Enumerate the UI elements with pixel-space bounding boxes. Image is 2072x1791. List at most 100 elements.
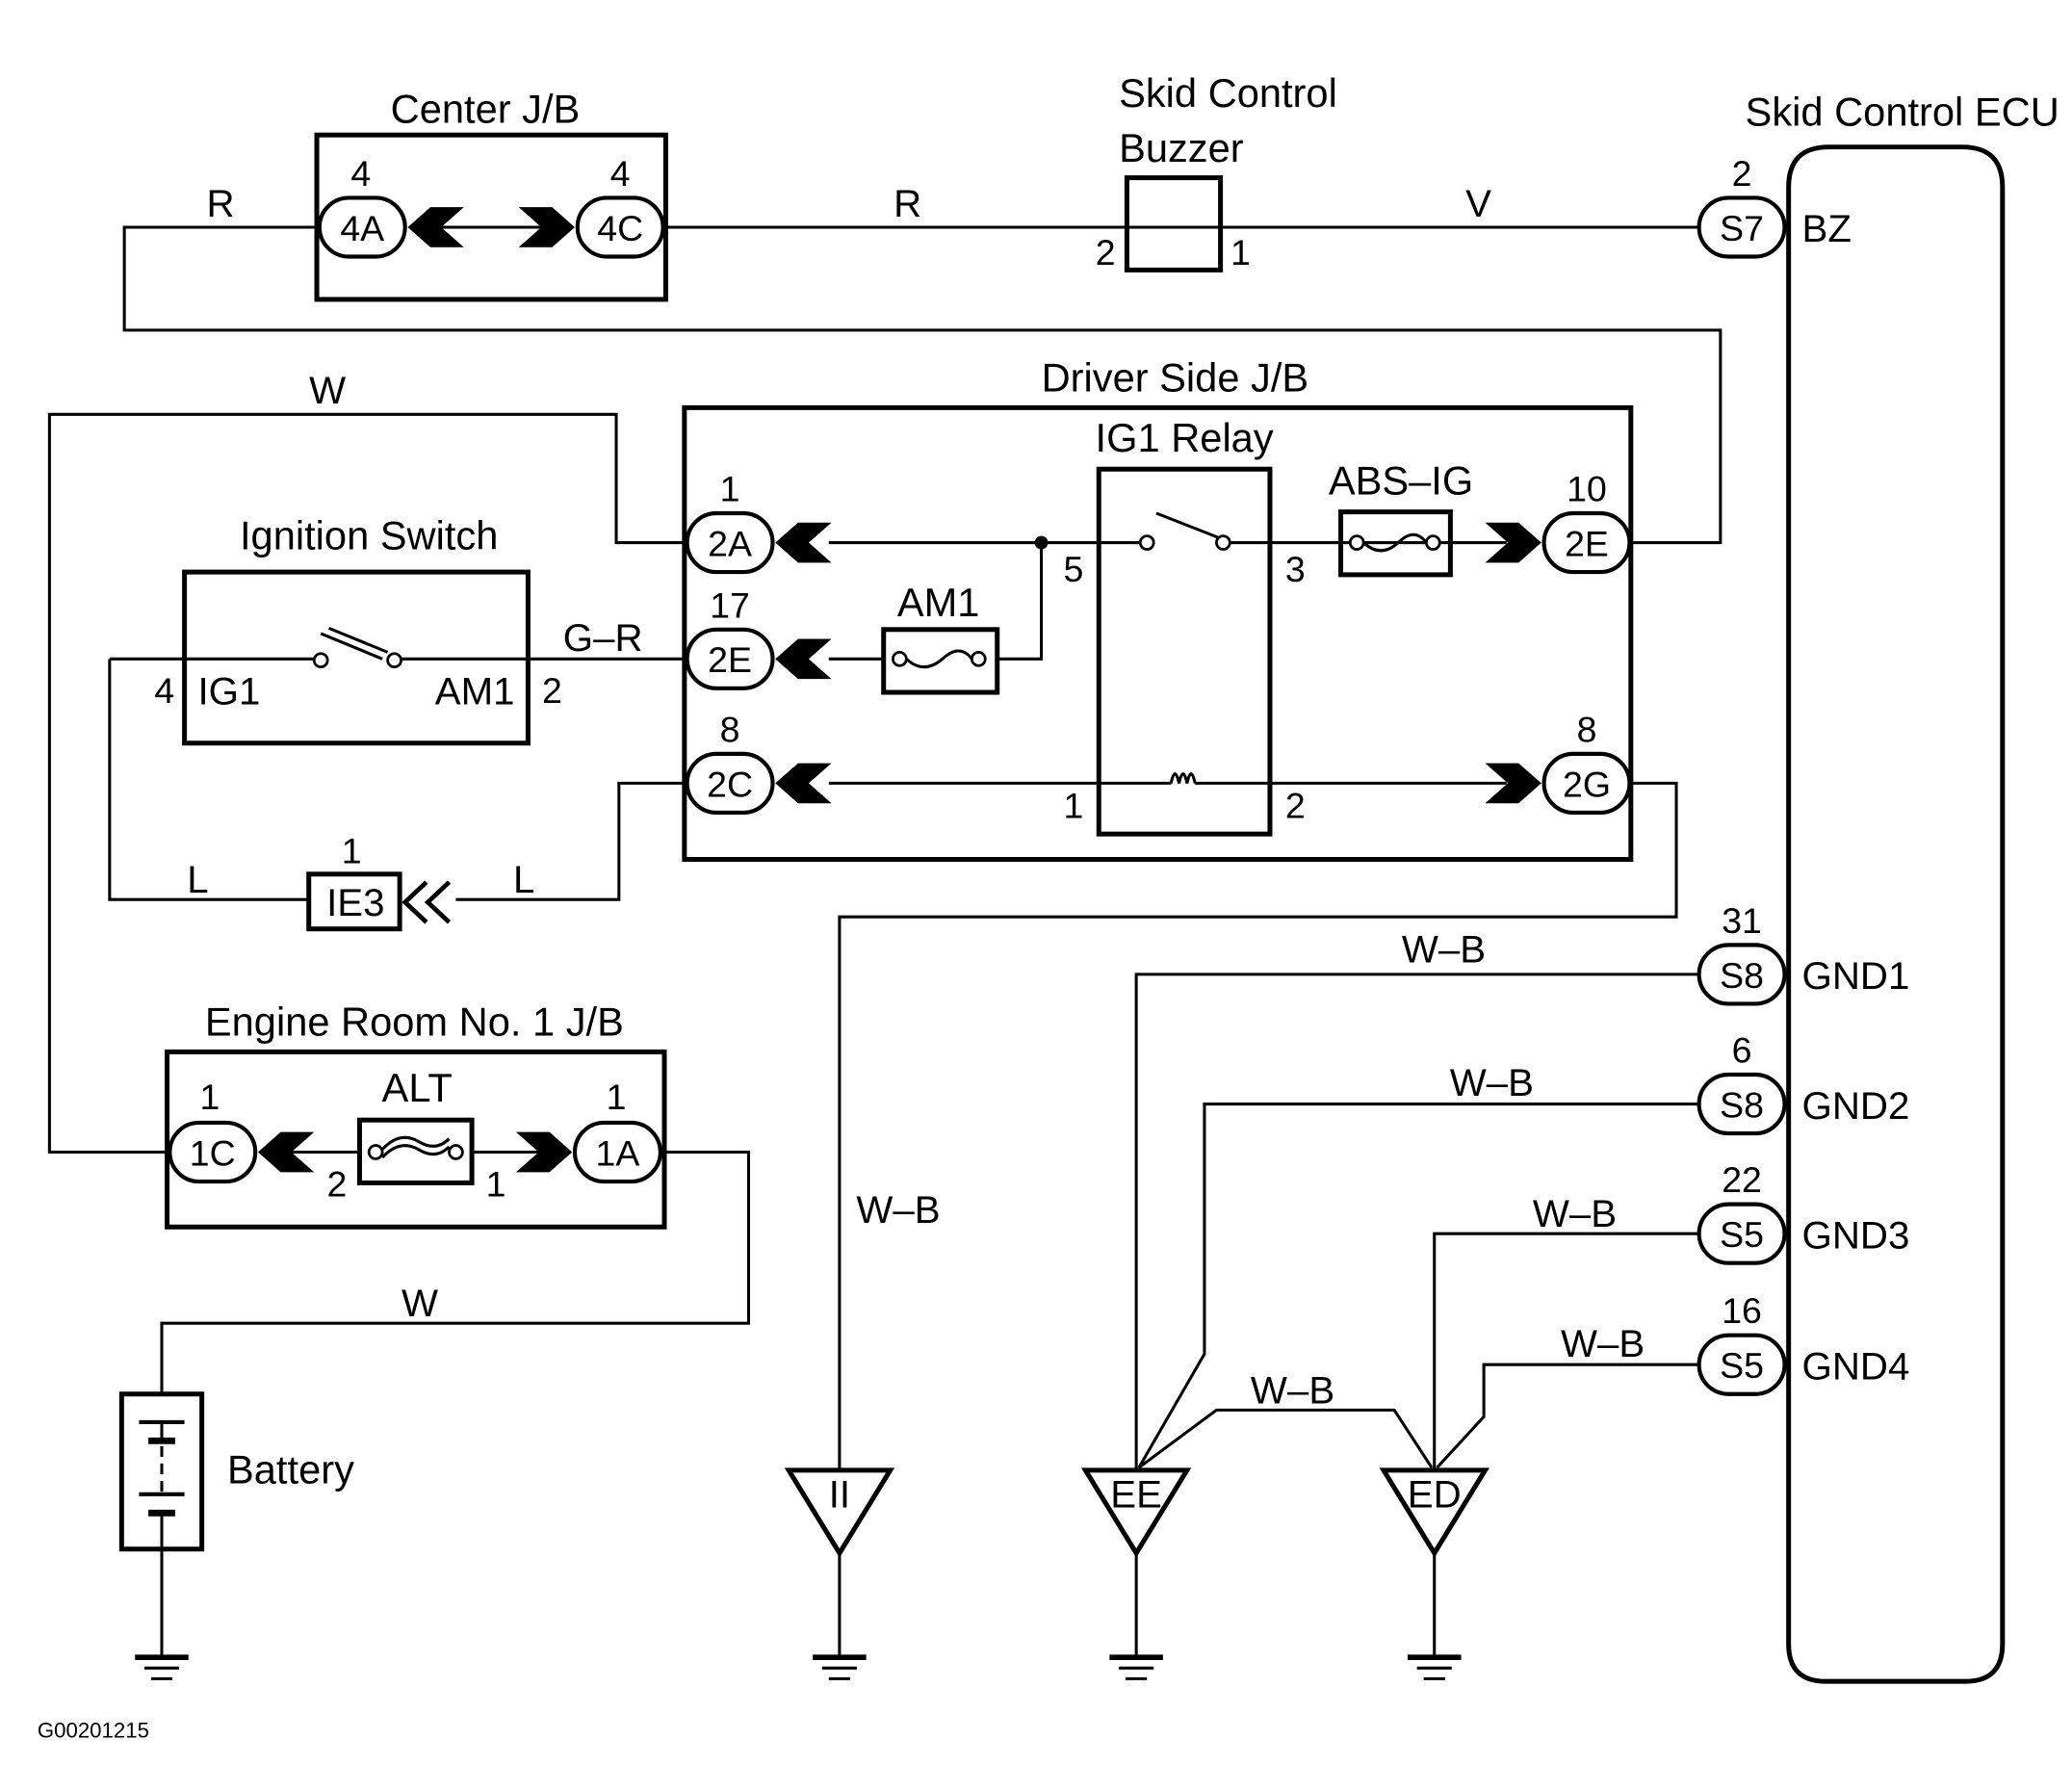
relay-coil-icon	[1169, 772, 1197, 784]
fuse-alt	[356, 1117, 475, 1185]
ignition-pin-4: 4	[154, 670, 174, 711]
pin-number: 8	[720, 709, 740, 749]
engine-room-junction-block: Engine Room No. 1 J/B 1 1 1C 1A ALT 2 1	[165, 999, 667, 1230]
connector-label: 2G	[1563, 764, 1611, 804]
female-terminal-icon	[407, 207, 464, 247]
relay-switch-icon	[1155, 511, 1219, 539]
terminal-name: GND3	[1802, 1213, 1910, 1257]
connector-label: S8	[1720, 955, 1764, 996]
wire-w-b-gnd1	[1134, 973, 1699, 1470]
wire-label-w-b-gnd4: W–B	[1561, 1322, 1645, 1365]
connector-label: S5	[1720, 1345, 1764, 1386]
fuse-alt-pin-1: 1	[486, 1163, 506, 1204]
ignition-switch: Ignition Switch 4 IG1 AM1 2	[109, 512, 687, 746]
female-terminal-icon	[401, 880, 452, 924]
fuse-am1-label: AM1	[897, 580, 980, 625]
ecu-title: Skid Control ECU	[1746, 89, 2059, 134]
female-terminal-icon	[775, 638, 832, 680]
engine-jb-box	[165, 1049, 667, 1230]
male-terminal-icon	[1485, 763, 1541, 804]
fuse-alt-label: ALT	[382, 1065, 453, 1110]
connector-label: 2E	[708, 639, 752, 680]
ground-point-ed: ED	[1379, 1467, 1489, 1680]
connector-4c-label: 4C	[597, 208, 643, 248]
wire-label-w-b-ii: W–B	[856, 1188, 940, 1232]
buzzer-pin-2: 2	[1096, 232, 1116, 273]
pin-number: 2	[1732, 153, 1752, 194]
buzzer-pin-1: 1	[1230, 232, 1251, 273]
connector-2c: 2C8	[685, 709, 832, 816]
female-terminal-icon	[775, 763, 832, 804]
wire-w-top	[47, 412, 687, 1155]
relay-pin-5: 5	[1063, 549, 1083, 589]
terminal-name: GND4	[1802, 1344, 1910, 1388]
pin-number: 8	[1577, 709, 1597, 749]
male-terminal-icon	[518, 207, 576, 247]
ignition-term-ig1: IG1	[197, 670, 260, 714]
pin-4c: 4	[610, 153, 631, 194]
fuse-icon	[1362, 532, 1428, 553]
female-terminal-icon	[257, 1131, 315, 1173]
pin-number: 22	[1722, 1159, 1762, 1200]
pin-number: 17	[710, 584, 750, 625]
wire-label-w-top: W	[309, 369, 346, 412]
terminal-name: GND1	[1802, 954, 1910, 998]
battery: Battery	[118, 1391, 354, 1658]
wire-w-b-ii	[838, 781, 1678, 1470]
pin-number: 6	[1732, 1030, 1752, 1071]
wire-label-r-left: R	[207, 182, 235, 225]
wire-r-loop	[122, 225, 1722, 545]
male-terminal-icon	[515, 1131, 573, 1173]
pin-number: 31	[1722, 900, 1762, 941]
wire-label-w-b-gnd2: W–B	[1450, 1061, 1534, 1104]
connector-label: S7	[1720, 208, 1764, 248]
wire-w-b-gnd4	[1436, 1363, 1699, 1469]
connector-label: 2E	[1565, 523, 1609, 563]
connector-label: 2A	[708, 523, 752, 563]
center-jb-title: Center J/B	[391, 87, 581, 132]
pin-1a: 1	[607, 1077, 627, 1117]
ignition-switch-icon	[320, 626, 389, 661]
pin-4a: 4	[350, 153, 371, 194]
skid-control-buzzer: Skid Control Buzzer 2 1	[1096, 70, 1337, 273]
connector-2g: 2G8	[1485, 709, 1632, 816]
ground-icon	[1407, 1654, 1462, 1680]
wire-label-g-r: G–R	[563, 616, 643, 660]
pin-number: 10	[1567, 469, 1607, 509]
terminal-name: GND2	[1802, 1084, 1910, 1128]
male-terminal-icon	[1485, 522, 1541, 563]
wire-label-w-b-ee-ed: W–B	[1251, 1368, 1334, 1412]
pin-1c: 1	[200, 1077, 220, 1117]
ground-point-icon	[1080, 1467, 1192, 1558]
wire-label-v: V	[1465, 182, 1491, 225]
connector-1a-label: 1A	[596, 1132, 640, 1173]
center-jb-box	[314, 132, 668, 302]
driver-side-junction-block: Driver Side J/B IG1 Relay 5 3 1 2 AM1 AB…	[682, 355, 1634, 863]
relay-pin-3: 3	[1285, 549, 1306, 589]
ignition-term-am1: AM1	[435, 670, 515, 714]
wire-label-r-mid: R	[894, 182, 921, 225]
center-junction-block: Center J/B 4 4 4A 4C	[314, 87, 668, 302]
connector-1c	[168, 1120, 258, 1184]
relay-pin-2: 2	[1285, 785, 1306, 825]
fuse-am1	[881, 627, 1000, 695]
figure-id: G00201215	[38, 1718, 149, 1742]
ignition-switch-title: Ignition Switch	[240, 512, 498, 558]
driver-jb-box	[682, 404, 1634, 863]
connector-1c-label: 1C	[190, 1132, 236, 1173]
connector-2a: 2A1	[685, 469, 832, 575]
connector-label: 2C	[707, 764, 753, 804]
fuse-icon	[905, 649, 973, 669]
fuse-abs-ig-label: ABS–IG	[1329, 458, 1473, 504]
ground-point-icon	[784, 1467, 895, 1558]
ground-point-icon	[1379, 1467, 1489, 1558]
ground-point-label: ED	[1408, 1473, 1462, 1517]
ground-icon	[135, 1654, 189, 1680]
pin-number: 16	[1722, 1290, 1762, 1331]
terminal-name: BZ	[1802, 207, 1852, 250]
